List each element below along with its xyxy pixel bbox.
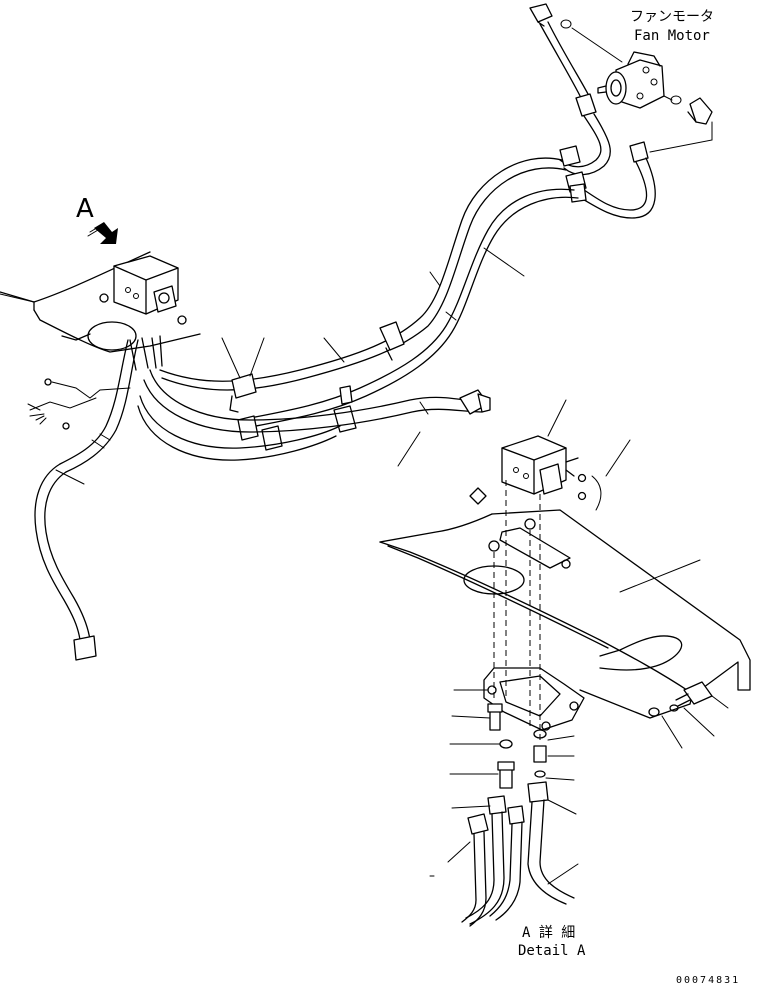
hose-pair-upper	[159, 21, 656, 429]
bolts-right	[648, 681, 713, 717]
frame-plate-detail	[379, 509, 751, 719]
valve-hose-fittings	[34, 335, 163, 661]
leader-lines-detail	[429, 399, 729, 885]
view-marker-label: A	[76, 194, 94, 224]
hose-clamps-mid	[229, 321, 405, 451]
fan-motor	[597, 51, 665, 109]
wiring-harness	[27, 378, 131, 430]
valve-block-left	[99, 255, 187, 325]
fan-motor-fittings	[529, 3, 713, 153]
view-arrow-icon	[87, 222, 118, 244]
drawing-number: 00074831	[676, 975, 741, 986]
fan-motor-label-jp: ファンモータ	[630, 9, 714, 25]
hidden-centerlines	[493, 480, 541, 740]
detail-label-jp: A 詳 細	[522, 925, 576, 941]
mount-plate-left	[0, 251, 201, 353]
detail-label-en: Detail A	[518, 943, 586, 959]
leader-lines-left	[0, 247, 525, 485]
hose-lower-run	[137, 369, 491, 461]
valve-block-detail	[469, 435, 602, 511]
fittings-stack-detail	[487, 703, 547, 789]
hoses-detail	[461, 781, 575, 927]
fan-motor-label-en: Fan Motor	[634, 28, 710, 44]
